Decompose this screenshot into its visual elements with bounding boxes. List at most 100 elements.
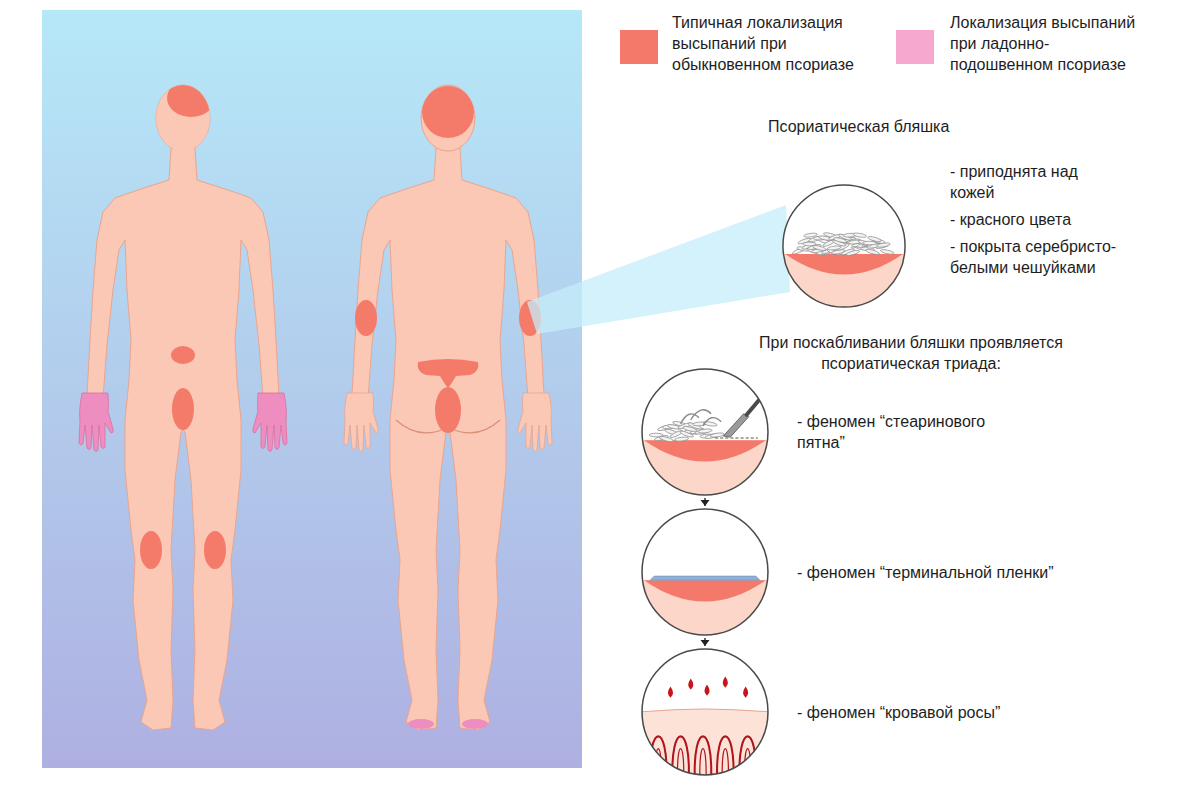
circle-part bbox=[642, 369, 768, 495]
legend-text: Типичная локализация высыпаний при обыкн… bbox=[672, 12, 884, 75]
path-part bbox=[640, 709, 770, 777]
path-part bbox=[650, 736, 667, 777]
path-part bbox=[668, 687, 673, 698]
path-part bbox=[704, 685, 709, 696]
ellipse-part bbox=[710, 432, 725, 438]
legend-swatch bbox=[620, 30, 658, 64]
circle-callout: - феномен “кровавой росы” bbox=[640, 647, 1131, 780]
knee-patch bbox=[204, 531, 226, 569]
arrow-head bbox=[701, 640, 710, 646]
svg-part bbox=[640, 507, 770, 637]
zoom-circle bbox=[640, 367, 770, 497]
figure-panel bbox=[42, 10, 582, 768]
path-part bbox=[785, 254, 903, 275]
polygon-part bbox=[352, 148, 544, 730]
path-part bbox=[723, 676, 728, 687]
phenomenon-label: - феномен “кровавой росы” bbox=[797, 702, 1127, 723]
path-part bbox=[677, 749, 683, 777]
svg-part bbox=[640, 367, 770, 497]
palm-patch bbox=[79, 393, 113, 452]
callout-row: - феномен “стеаринового пятна” bbox=[640, 367, 1001, 497]
ellipse-part bbox=[698, 428, 713, 433]
navel-patch bbox=[171, 346, 195, 364]
path-part bbox=[745, 749, 751, 777]
circle-part bbox=[642, 509, 768, 635]
svg-part bbox=[781, 183, 907, 309]
rect-part bbox=[781, 183, 907, 309]
callout-row: - феномен “кровавой росы” bbox=[640, 647, 1131, 777]
ellipse-part bbox=[867, 236, 881, 243]
phenomenon-label: - феномен “терминальной пленки” bbox=[797, 562, 1127, 583]
circle-part bbox=[783, 185, 905, 307]
g-part bbox=[640, 507, 770, 637]
ellipse-part bbox=[674, 436, 689, 441]
arrow-head bbox=[701, 500, 710, 506]
path-part bbox=[695, 736, 712, 777]
zoom-beam bbox=[527, 205, 790, 334]
back-figure bbox=[344, 85, 552, 730]
ellipse-part bbox=[865, 248, 879, 255]
sacral-patch bbox=[418, 359, 479, 388]
rect-part bbox=[640, 507, 770, 637]
palm-patch bbox=[253, 393, 287, 452]
ellipse-part bbox=[421, 85, 475, 151]
circle-callout: - феномен “терминальной пленки” bbox=[640, 507, 1131, 637]
zoom-circle bbox=[781, 183, 907, 309]
scalp-patch bbox=[422, 86, 474, 138]
circle-callout: Псориатическая бляшка - приподнята над ко… bbox=[765, 116, 1129, 309]
hand-shape bbox=[518, 393, 552, 452]
g-part bbox=[640, 367, 770, 497]
note-text: При поскабливании бляшки проявляется псо… bbox=[725, 332, 1097, 374]
feature-list: - приподнята над кожей- красного цвета- … bbox=[950, 161, 1125, 284]
ellipse-part bbox=[876, 242, 890, 248]
g-part bbox=[640, 647, 770, 777]
ellipse-part bbox=[863, 241, 877, 245]
feature-item: - покрыта серебристо-белыми чешуйками bbox=[950, 236, 1125, 278]
path-part bbox=[700, 749, 706, 777]
polygon-part bbox=[87, 148, 279, 730]
rect-part bbox=[640, 440, 770, 497]
path-part bbox=[644, 580, 766, 601]
knee-patch bbox=[140, 531, 162, 569]
groin-patch bbox=[172, 388, 194, 430]
path-part bbox=[672, 736, 689, 777]
rect-part bbox=[781, 254, 907, 309]
sole-patch bbox=[462, 719, 488, 729]
circle-callout: - феномен “стеаринового пятна” bbox=[640, 367, 1001, 497]
elbow-patch bbox=[355, 300, 377, 336]
phenomenon-text: - феномен “терминальной пленки” bbox=[797, 562, 1127, 583]
front-figure bbox=[79, 79, 287, 730]
feature-item: - красного цвета bbox=[950, 209, 1125, 230]
path-part bbox=[688, 678, 693, 689]
callout-row: - приподнята над кожей- красного цвета- … bbox=[765, 161, 1129, 309]
ellipse-part bbox=[880, 249, 894, 255]
legend-text: Локализация высыпаний при ладонно-подошв… bbox=[950, 12, 1146, 75]
scalp-patch bbox=[167, 79, 215, 117]
path-part bbox=[344, 393, 378, 452]
path-part bbox=[644, 440, 766, 461]
path-part bbox=[518, 393, 552, 452]
phenomenon-text: - феномен “кровавой росы” bbox=[797, 702, 1127, 723]
rect-part bbox=[640, 367, 770, 497]
circle-part bbox=[642, 649, 768, 775]
legend-swatch bbox=[896, 30, 934, 64]
sole-patch bbox=[408, 719, 434, 729]
gluteal-patch bbox=[435, 387, 461, 433]
ellipse-part bbox=[846, 249, 860, 256]
zoom-circle bbox=[640, 647, 770, 777]
zoom-circle bbox=[640, 507, 770, 637]
line-part bbox=[747, 395, 763, 414]
hand-shape bbox=[344, 393, 378, 452]
phenomenon-label: - феномен “стеаринового пятна” bbox=[797, 411, 997, 453]
path-part bbox=[253, 393, 287, 452]
callout-row: - феномен “терминальной пленки” bbox=[640, 507, 1131, 637]
path-part bbox=[739, 736, 756, 777]
path-part bbox=[723, 414, 748, 437]
path-part bbox=[681, 410, 722, 426]
callout-heading: Псориатическая бляшка bbox=[768, 116, 1129, 137]
svg-part bbox=[640, 647, 770, 777]
ellipse-part bbox=[853, 232, 867, 238]
